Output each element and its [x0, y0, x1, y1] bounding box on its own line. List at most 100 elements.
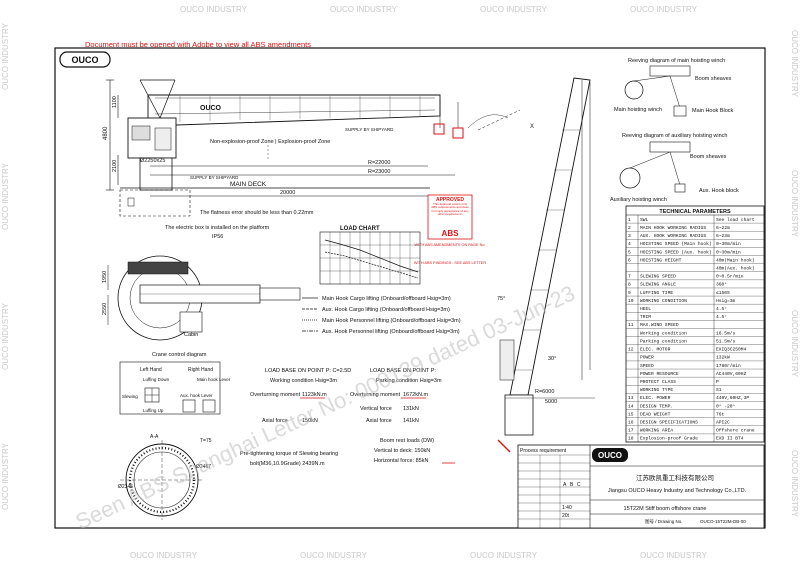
- abs-approval-stamp: APPROVED This approval covers only ABS r…: [414, 194, 486, 265]
- reeving-main-winch: Main hoisting winch: [614, 107, 662, 113]
- tech-row-24-col-2: 76t: [716, 411, 725, 417]
- title-block-logo: OUCO: [598, 451, 622, 460]
- dim-1950: 1950: [102, 271, 108, 283]
- tech-row-27-col-0: 18: [628, 436, 634, 442]
- side-watermark-right-4: OUCO INDUSTRY: [790, 450, 799, 518]
- side-watermark-left-3: OUCO INDUSTRY: [1, 302, 10, 370]
- dim-2550: 2550: [102, 303, 108, 315]
- tech-row-27-col-2: EXD II BT4: [716, 436, 744, 442]
- main-deck-label: MAIN DECK: [230, 181, 267, 188]
- side-watermarks: OUCO INDUSTRY OUCO INDUSTRY OUCO INDUSTR…: [1, 5, 799, 560]
- dim-4800: 4800: [103, 126, 109, 140]
- boom-angle-30: 30°: [548, 356, 556, 362]
- supply-by-shipyard-2: SUPPLY BY SHIPYARD: [190, 175, 239, 180]
- tech-row-26-col-1: WORKING AREA: [640, 428, 673, 434]
- boom-dim-r6000: R=6000: [535, 389, 554, 395]
- tech-row-2-col-0: 3: [628, 233, 631, 239]
- bearing-thickness-label: T=75: [200, 438, 212, 444]
- side-watermark-top-2: OUCO INDUSTRY: [330, 5, 398, 14]
- pretightening-line-2: bolt(M36,10.9Grade) 2439N.m: [250, 461, 325, 467]
- boom-dim-5000: 5000: [545, 399, 557, 405]
- reeving-aux-winch: Auxiliary hoisting winch: [610, 197, 667, 203]
- load-base-parking-condition: Parking condition Hsig=3m: [376, 378, 442, 384]
- load-base-parking-title: LOAD BASE ON POINT P:: [370, 368, 436, 374]
- tech-row-19-col-1: POWER RESOURCE: [640, 371, 679, 377]
- bearing-dim-left: Ø2345: [118, 484, 133, 490]
- logo-text: OUCO: [72, 55, 99, 65]
- dim-1100: 1100: [112, 96, 118, 108]
- boom-rest-horizontal: Horizontal force: 85kN: [374, 458, 428, 464]
- tech-row-6-col-2: 40m(Aux. hook): [716, 265, 755, 271]
- side-watermark-right-2: OUCO INDUSTRY: [790, 170, 799, 238]
- tech-row-8-col-0: 8: [628, 282, 631, 288]
- dim-20000: 20000: [280, 190, 295, 196]
- overturning-value-parking: 1672kN.m: [403, 392, 428, 398]
- load-chart-legend-3: Main Hook Personnel lifting (Onboard/off…: [322, 318, 461, 324]
- reeving-main-sheaves: Boom sheaves: [695, 76, 732, 82]
- tech-row-18-col-1: SPEED: [640, 363, 654, 369]
- tech-row-4-col-0: 5: [628, 249, 631, 255]
- cabin-label: Cabin: [184, 332, 198, 338]
- tech-row-13-col-0: 11: [628, 322, 634, 328]
- tech-row-1-col-1: MAIN HOOK WORKING RADIUS: [640, 225, 706, 231]
- tech-row-18-col-2: 1780r/min: [716, 363, 741, 369]
- pretightening-line-1: Pre-tightening torque of Slewing bearing: [240, 451, 338, 457]
- title-block: Process requirement A B C 1:40 20t OUCO …: [517, 444, 765, 529]
- tech-row-10-col-1: WORKING CONDITION: [640, 298, 687, 304]
- tech-row-4-col-2: 0~30m/min: [716, 249, 741, 255]
- load-chart-legend-4: Aux. Hook Personnel lifting (Onboard/off…: [322, 329, 460, 335]
- side-watermark-top-4: OUCO INDUSTRY: [630, 5, 698, 14]
- tech-row-26-col-2: Offshore crane: [716, 428, 755, 434]
- tech-row-15-col-1: Parking condition: [640, 338, 687, 344]
- company-name-cn: 江苏欧凯重工科技有限公司: [636, 473, 714, 482]
- reeving-main-title: Reeving diagram of main hoisting winch: [628, 58, 725, 64]
- electric-box-note: The electric box is installed on the pla…: [165, 225, 270, 231]
- side-watermark-bottom-4: OUCO INDUSTRY: [640, 551, 708, 560]
- tech-row-16-col-2: EXIQ3C250M4: [716, 347, 747, 353]
- right-hand-label: Right Hand: [188, 367, 213, 373]
- tech-row-11-col-2: 4.5°: [716, 306, 727, 312]
- tech-row-13-col-1: MAX.WIND SPEED: [640, 322, 679, 328]
- reeving-main: Reeving diagram of main hoisting winch B…: [614, 58, 734, 117]
- tech-row-19-col-2: AC440V,60HZ: [716, 371, 747, 377]
- load-chart-legend-2: Aux. Hook Cargo lifting (Onboard/offboar…: [322, 307, 450, 313]
- load-base-working-title: LOAD BASE ON POINT P: C=2.5D: [265, 368, 351, 374]
- tech-row-1-col-0: 2: [628, 225, 631, 231]
- tech-row-20-col-1: PROTECT CLASS: [640, 379, 676, 385]
- overturning-moment-working: Overturning moment: [250, 392, 301, 398]
- boom-angle-75: 75°: [497, 296, 505, 302]
- overturning-moment-parking: Overturning moment: [350, 392, 401, 398]
- left-hand-label: Left Hand: [140, 367, 162, 373]
- crane-control-diagram: Crane control diagram Left Hand Right Ha…: [119, 352, 231, 415]
- tech-row-23-col-1: DESIGN TEMP.: [640, 403, 673, 409]
- tech-row-17-col-1: POWER: [640, 355, 654, 361]
- weight-value: 20t: [562, 513, 570, 519]
- side-watermark-top-3: OUCO INDUSTRY: [480, 5, 548, 14]
- boom-profile-inclined: X R=6000 5000 30° 75°: [467, 77, 595, 453]
- side-watermark-bottom-1: OUCO INDUSTRY: [130, 551, 198, 560]
- tech-row-5-col-2: 40m(Main hook): [716, 257, 755, 263]
- header-notice: Document must be opened with Adobe to vi…: [85, 40, 311, 49]
- tech-row-1-col-2: 6~22m: [716, 225, 730, 231]
- pedestal-dim: Ø2250x25: [140, 158, 165, 164]
- load-chart-legend-1: Main Hook Cargo lifting (Onboard/offboar…: [322, 296, 451, 302]
- abs-note: WITH ABS FINDINGS : SEE ABS LETTER: [414, 261, 486, 265]
- load-chart-title: LOAD CHART: [340, 226, 380, 232]
- bearing-dim-right: Ø2467: [196, 464, 211, 470]
- vertical-value-parking: 131kN: [403, 406, 419, 412]
- tech-row-16-col-1: ELEC. MOTOR: [640, 347, 671, 353]
- drawing-no-label: 图号 / Drawing No.: [645, 519, 683, 525]
- rev-a: A: [563, 482, 567, 488]
- boom-rest-vertical: Vertical to deck: 150kN: [374, 448, 430, 454]
- axial-value-parking: 141kN: [403, 418, 419, 424]
- main-hook-lever-label: Main hook Lever: [197, 377, 231, 382]
- tech-row-12-col-2: 4.5°: [716, 314, 727, 320]
- reeving-aux-sheaves: Boom sheaves: [690, 154, 727, 160]
- slewing-label: Slewing: [122, 394, 138, 399]
- aux-hook-lever-label: Aux. hook Lever: [180, 393, 213, 398]
- tech-row-7-col-2: 0~0.5r/min: [716, 274, 744, 280]
- tech-row-9-col-2: ≤150S: [716, 290, 730, 296]
- tech-row-22-col-2: 440V,60HZ,3P: [716, 395, 749, 401]
- tech-row-24-col-1: DEAD WEIGHT: [640, 411, 671, 417]
